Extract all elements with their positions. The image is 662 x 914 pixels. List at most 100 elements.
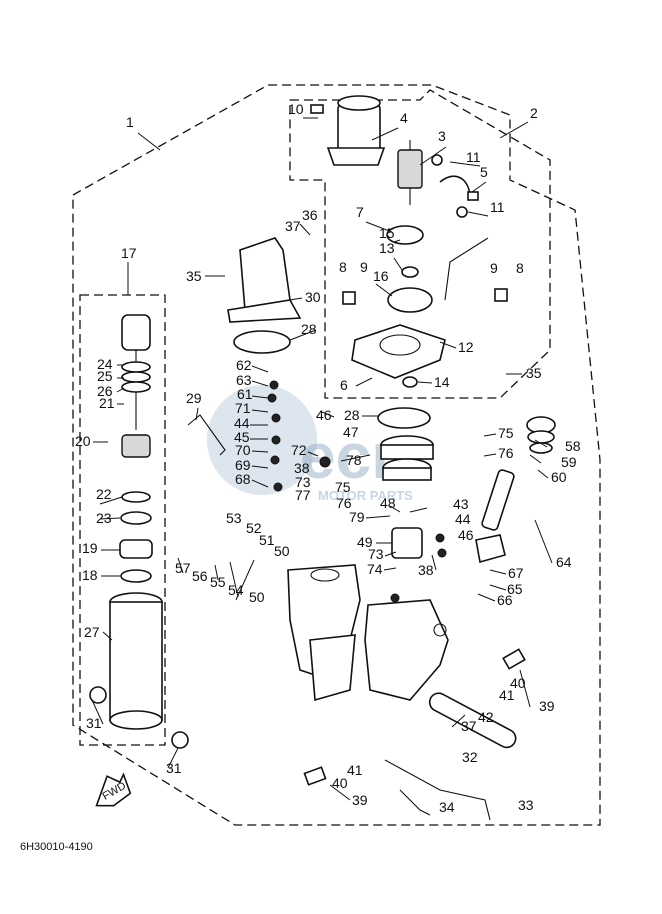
- callout-74: 74: [367, 561, 383, 577]
- leader-line: [329, 784, 351, 801]
- callout-2: 2: [530, 105, 538, 121]
- leader-line: [409, 507, 428, 513]
- leader-line: [251, 380, 269, 387]
- drawing-code: 6H30010-4190: [20, 841, 93, 853]
- leader-line: [439, 341, 457, 349]
- callout-35: 35: [186, 268, 202, 284]
- tube-64: [481, 469, 515, 531]
- motor-lead-wire: [444, 237, 489, 301]
- callout-31: 31: [166, 760, 182, 776]
- motor-base-12: [351, 324, 446, 379]
- callout-75: 75: [335, 479, 351, 495]
- pipe-29: [187, 414, 226, 456]
- leader-line: [449, 161, 481, 167]
- leader-line: [355, 377, 373, 387]
- callout-68: 68: [235, 471, 251, 487]
- callout-50: 50: [274, 543, 290, 559]
- callout-21: 21: [99, 395, 115, 411]
- callout-34: 34: [439, 799, 455, 815]
- o-ring-18: [120, 569, 152, 583]
- leader-line: [419, 146, 447, 166]
- callout-41: 41: [499, 687, 515, 703]
- callout-53: 53: [226, 510, 242, 526]
- callout-18: 18: [82, 567, 98, 583]
- leader-line: [489, 584, 507, 591]
- leader-line: [371, 127, 399, 141]
- callout-67: 67: [508, 565, 524, 581]
- leader-line: [534, 519, 553, 564]
- callout-8: 8: [339, 259, 347, 275]
- callout-10: 10: [288, 101, 304, 117]
- callout-32: 32: [462, 749, 478, 765]
- callout-1: 1: [126, 114, 134, 130]
- leader-line: [235, 559, 255, 601]
- motor-group: [310, 95, 508, 388]
- callout-20: 20: [75, 433, 91, 449]
- callout-45: 45: [234, 429, 250, 445]
- callout-26: 26: [97, 383, 113, 399]
- callout-7: 7: [356, 204, 364, 220]
- callout-25: 25: [97, 368, 113, 384]
- callout-44: 44: [234, 415, 250, 431]
- callout-63: 63: [236, 372, 252, 388]
- brush-plate: [386, 225, 424, 245]
- leader-line: [365, 515, 391, 519]
- callout-66: 66: [497, 592, 513, 608]
- callout-43: 43: [453, 496, 469, 512]
- pipe-34: [399, 789, 431, 816]
- callout-70: 70: [235, 442, 251, 458]
- leader-line: [375, 283, 393, 297]
- leader-line: [251, 409, 269, 413]
- callout-17: 17: [121, 245, 137, 261]
- callout-39: 39: [539, 698, 555, 714]
- callout-22: 22: [96, 486, 112, 502]
- callout-57: 57: [175, 560, 191, 576]
- callout-54: 54: [228, 582, 244, 598]
- leader-line: [307, 451, 319, 457]
- callout-46: 46: [316, 407, 332, 423]
- callout-12: 12: [458, 339, 474, 355]
- tilt-cylinder-group: [89, 314, 189, 749]
- leader-line: [499, 121, 529, 139]
- piston-rod-head: [121, 314, 151, 351]
- callout-46: 46: [458, 527, 474, 543]
- callout-37: 37: [461, 718, 477, 734]
- callout-27: 27: [84, 624, 100, 640]
- filter-group: [475, 416, 556, 564]
- callout-9: 9: [490, 260, 498, 276]
- leader-line: [177, 557, 184, 574]
- leader-line: [365, 221, 393, 233]
- gear-pump-49: [391, 527, 423, 559]
- fitting-39-right: [502, 648, 526, 670]
- screw-10: [310, 104, 324, 114]
- callout-40: 40: [332, 775, 348, 791]
- group-outlines: [72, 84, 601, 826]
- fwd-arrow-icon: FWD: [95, 772, 132, 807]
- leader-line: [431, 554, 437, 571]
- pipe-33: [384, 759, 491, 821]
- leader-line: [167, 747, 179, 769]
- fitting-39-left: [303, 766, 327, 786]
- leader-line: [389, 505, 401, 513]
- leader-line: [393, 257, 403, 271]
- callout-28: 28: [301, 321, 317, 337]
- leader-line: [537, 469, 549, 479]
- oil-seal: [401, 266, 419, 278]
- watermark-subtitle: MOTOR PARTS: [318, 488, 413, 503]
- callout-39: 39: [352, 792, 368, 808]
- motor-housing: [326, 95, 386, 166]
- callout-23: 23: [96, 510, 112, 526]
- outline-assembly-1: [72, 84, 601, 826]
- leader-lines: [91, 117, 553, 801]
- leader-line: [483, 433, 497, 437]
- callout-13: 13: [379, 240, 395, 256]
- callout-61: 61: [237, 386, 253, 402]
- callout-31: 31: [86, 715, 102, 731]
- callout-16: 16: [373, 268, 389, 284]
- callout-77: 77: [295, 487, 311, 503]
- o-ring-28-top: [233, 330, 291, 354]
- leader-line: [393, 239, 401, 243]
- leader-line: [251, 395, 269, 399]
- bushing-31-bottom: [171, 731, 189, 749]
